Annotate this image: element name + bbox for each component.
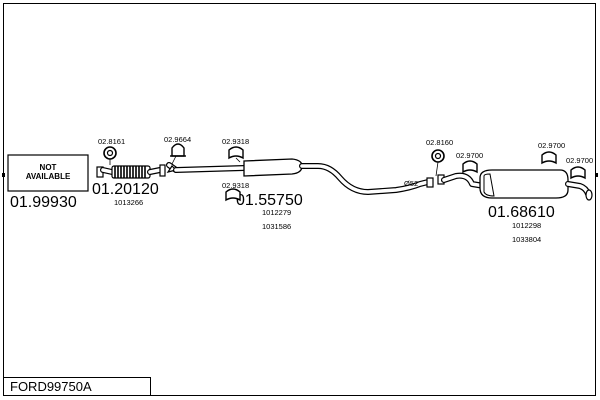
gasket-icon[interactable] [431, 149, 445, 177]
gasket-icon[interactable] [103, 146, 117, 165]
drawing-frame [3, 3, 596, 396]
accessory-code-02-9700-a[interactable]: 02.9700 [456, 151, 483, 160]
rubber-mount-icon[interactable] [541, 151, 557, 165]
rear-silencer-part[interactable] [437, 169, 593, 201]
not-available-part[interactable]: NOT AVAILABLE [7, 154, 89, 192]
center-silencer-part[interactable] [166, 158, 434, 195]
drawing-id: FORD99750A [10, 379, 92, 394]
accessory-code-02-9700-c[interactable]: 02.9700 [566, 156, 593, 165]
not-available-line2: AVAILABLE [26, 172, 71, 181]
rubber-mount-icon[interactable] [570, 166, 586, 180]
ref-1012298: 1012298 [512, 221, 541, 230]
pipe-diameter-label: Ø52 [404, 179, 418, 188]
accessory-code-02-8160[interactable]: 02.8160 [426, 138, 453, 147]
front-pipe-flex-part[interactable] [96, 164, 166, 179]
ref-1013266: 1013266 [114, 198, 143, 207]
part-code-01-55750[interactable]: 01.55750 [236, 192, 303, 209]
part-code-01-68610[interactable]: 01.68610 [488, 204, 555, 221]
ref-1012279: 1012279 [262, 208, 291, 217]
clamp-icon[interactable] [170, 143, 186, 165]
accessory-code-02-9318-a[interactable]: 02.9318 [222, 137, 249, 146]
right-edge-marker [595, 173, 598, 177]
part-code-01-99930[interactable]: 01.99930 [10, 194, 77, 211]
part-code-01-20120[interactable]: 01.20120 [92, 181, 159, 198]
rubber-mount-icon[interactable] [225, 188, 241, 202]
accessory-code-02-9664[interactable]: 02.9664 [164, 135, 191, 144]
accessory-code-02-9700-b[interactable]: 02.9700 [538, 141, 565, 150]
drawing-id-box: FORD99750A [3, 377, 151, 396]
not-available-line1: NOT [40, 163, 57, 172]
accessory-code-02-9318-b[interactable]: 02.9318 [222, 181, 249, 190]
ref-1033804: 1033804 [512, 235, 541, 244]
left-edge-marker [2, 173, 5, 177]
rubber-mount-icon[interactable] [228, 146, 244, 163]
ref-1031586: 1031586 [262, 222, 291, 231]
accessory-code-02-8161[interactable]: 02.8161 [98, 137, 125, 146]
rubber-mount-icon[interactable] [462, 160, 478, 174]
